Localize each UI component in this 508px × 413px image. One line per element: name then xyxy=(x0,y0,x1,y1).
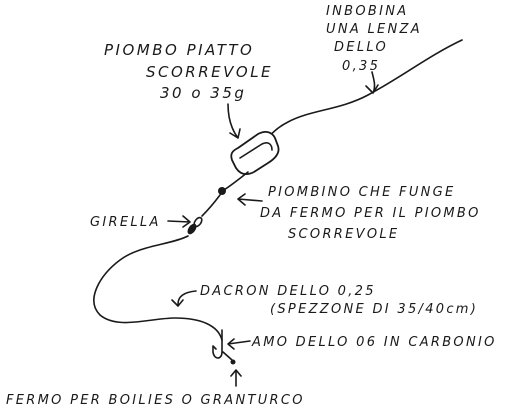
arrow-hook-note xyxy=(227,338,251,350)
line-note-2: UNA LENZA xyxy=(326,22,422,37)
hook xyxy=(212,329,223,359)
line-note-1: INBOBINA xyxy=(326,4,408,19)
line-stopper-to-swivel xyxy=(201,194,221,217)
arrow-sinker-note xyxy=(227,103,241,139)
stopper-note-3: SCORREVOLE xyxy=(288,227,399,242)
arrow-swivel-note xyxy=(167,215,191,228)
stopper-note-2: DA FERMO PER IL PIOMBO xyxy=(260,206,481,221)
stopper-shot xyxy=(218,187,226,195)
line-note-4: 0,35 xyxy=(342,59,380,74)
sinker-note-1: PIOMBO PIATTO xyxy=(104,41,254,59)
sinker-note-3: 30 o 35g xyxy=(160,84,246,102)
arrow-boilie-note xyxy=(230,369,242,387)
flat-sliding-sinker xyxy=(230,131,280,175)
boilie-stop xyxy=(230,359,236,365)
dacron-note-1: DACRON DELLO 0,25 xyxy=(200,284,376,299)
sinker-note-2: SCORREVOLE xyxy=(146,63,273,81)
swivel xyxy=(187,216,203,235)
hook-note: AMO DELLO 06 IN CARBONIO xyxy=(251,335,497,350)
hair-rig xyxy=(222,351,233,361)
dacron-note-2: (SPEZZONE DI 35/40cm) xyxy=(270,302,478,317)
main-line xyxy=(265,39,463,141)
stopper-note-1: PIOMBINO CHE FUNGE xyxy=(268,185,456,200)
arrow-dacron-note xyxy=(171,290,197,307)
swivel-note: GIRELLA xyxy=(90,215,161,230)
line-sinker-to-stopper xyxy=(223,171,249,191)
dacron-hooklink xyxy=(93,235,223,341)
line-note-3: DELLO xyxy=(334,40,388,55)
boilie-note: FERMO PER BOILIES O GRANTURCO xyxy=(6,393,305,408)
arrow-line-note xyxy=(365,71,379,94)
arrow-stopper-note xyxy=(237,193,263,206)
